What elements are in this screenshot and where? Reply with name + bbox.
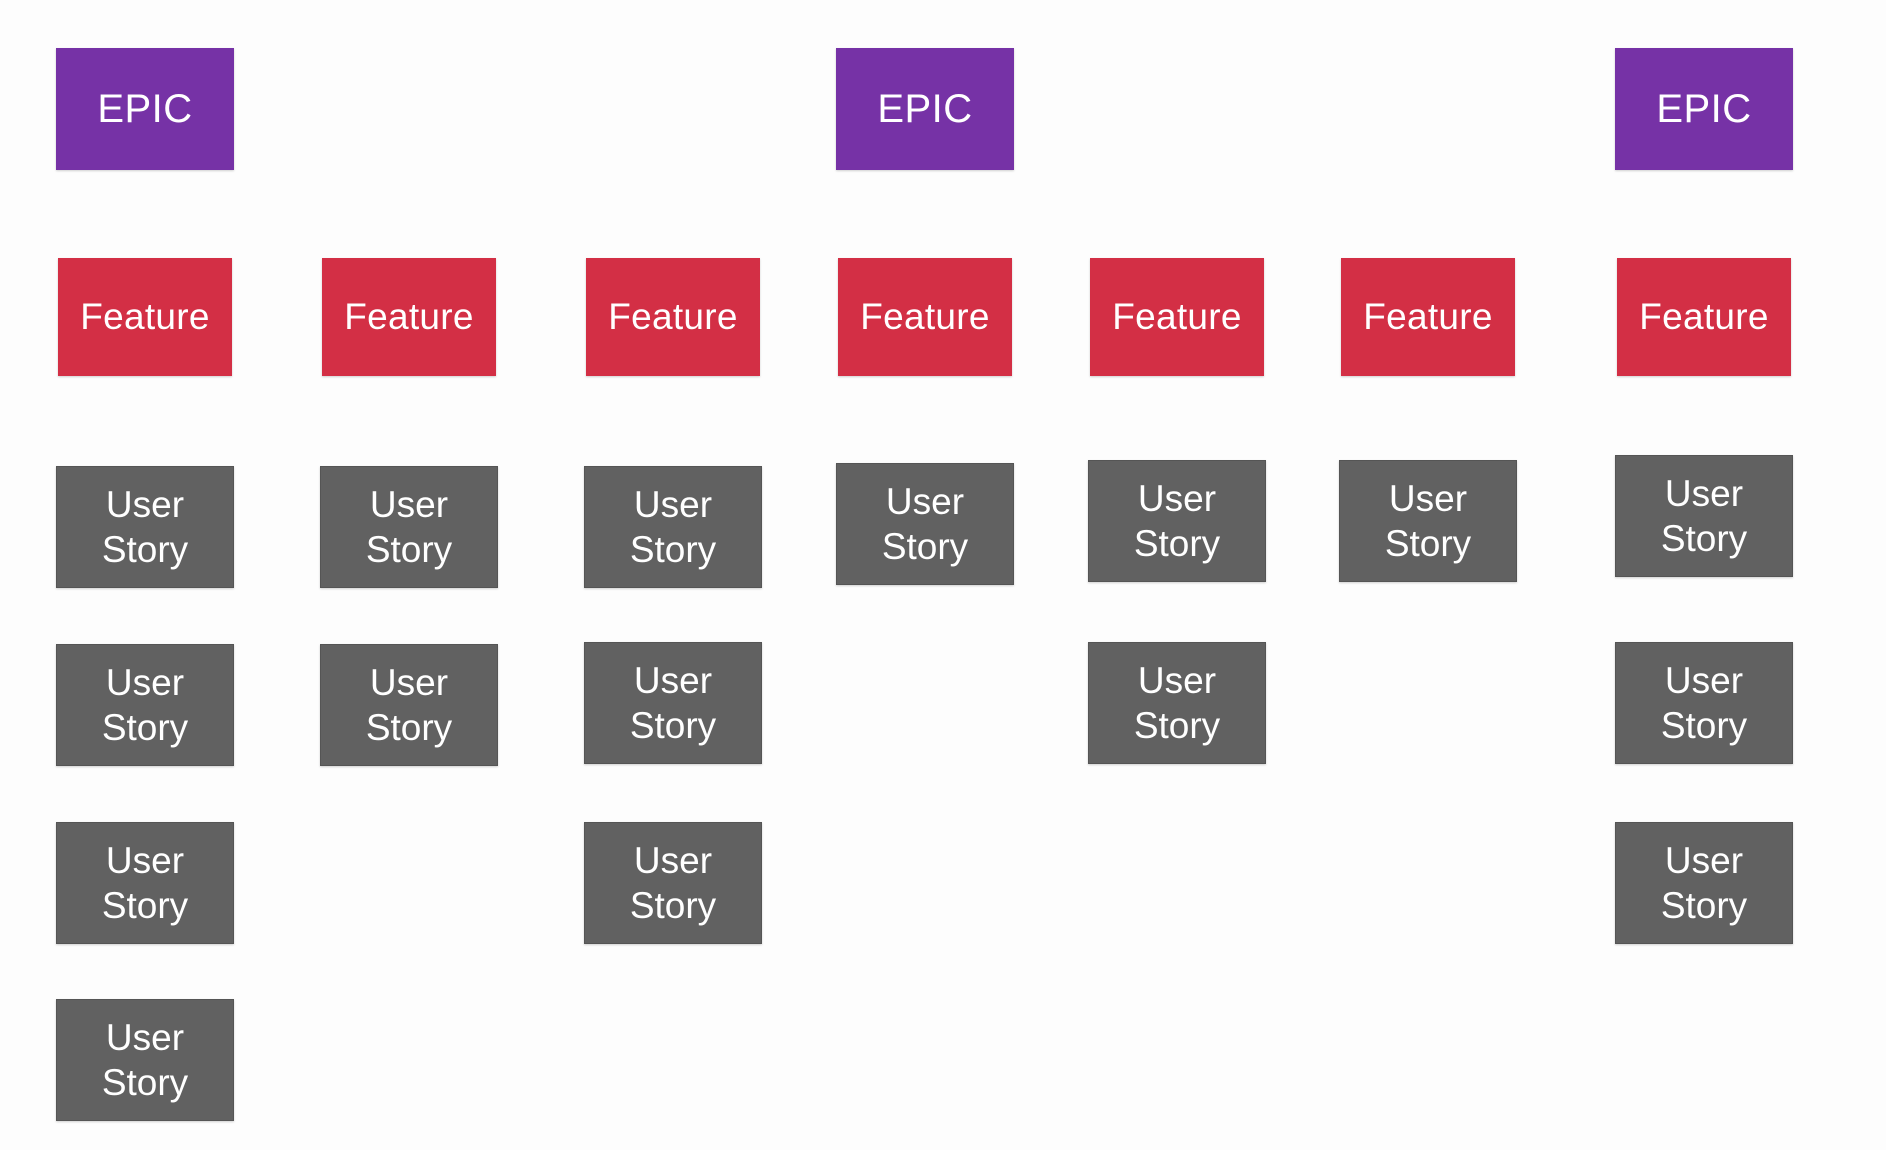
user-story-card[interactable]: User Story: [1088, 642, 1266, 764]
user-story-card[interactable]: User Story: [1615, 642, 1793, 764]
feature-card[interactable]: Feature: [838, 258, 1012, 376]
feature-label: Feature: [344, 296, 474, 337]
feature-card[interactable]: Feature: [586, 258, 760, 376]
user-story-label: User Story: [1384, 478, 1472, 564]
user-story-label: User Story: [1660, 473, 1748, 559]
feature-label: Feature: [80, 296, 210, 337]
user-story-card[interactable]: User Story: [1615, 455, 1793, 577]
epic-card[interactable]: EPIC: [836, 48, 1014, 170]
user-story-card[interactable]: User Story: [320, 466, 498, 588]
feature-label: Feature: [860, 296, 990, 337]
feature-card[interactable]: Feature: [1090, 258, 1264, 376]
user-story-label: User Story: [101, 1017, 189, 1103]
user-story-card[interactable]: User Story: [320, 644, 498, 766]
feature-card[interactable]: Feature: [58, 258, 232, 376]
user-story-label: User Story: [1660, 840, 1748, 926]
epic-card[interactable]: EPIC: [56, 48, 234, 170]
user-story-card[interactable]: User Story: [584, 466, 762, 588]
feature-card[interactable]: Feature: [322, 258, 496, 376]
user-story-label: User Story: [101, 840, 189, 926]
user-story-card[interactable]: User Story: [56, 822, 234, 944]
feature-label: Feature: [1112, 296, 1242, 337]
user-story-label: User Story: [629, 840, 717, 926]
user-story-label: User Story: [101, 662, 189, 748]
user-story-card[interactable]: User Story: [56, 999, 234, 1121]
user-story-card[interactable]: User Story: [1339, 460, 1517, 582]
user-story-label: User Story: [1133, 478, 1221, 564]
user-story-label: User Story: [629, 484, 717, 570]
user-story-card[interactable]: User Story: [1615, 822, 1793, 944]
user-story-label: User Story: [365, 662, 453, 748]
user-story-label: User Story: [881, 481, 969, 567]
user-story-label: User Story: [1133, 660, 1221, 746]
user-story-card[interactable]: User Story: [56, 644, 234, 766]
epic-label: EPIC: [1656, 86, 1752, 131]
user-story-card[interactable]: User Story: [56, 466, 234, 588]
feature-label: Feature: [608, 296, 738, 337]
feature-label: Feature: [1639, 296, 1769, 337]
user-story-card[interactable]: User Story: [1088, 460, 1266, 582]
feature-label: Feature: [1363, 296, 1493, 337]
epic-label: EPIC: [97, 86, 193, 131]
user-story-card[interactable]: User Story: [584, 642, 762, 764]
user-story-label: User Story: [1660, 660, 1748, 746]
epic-card[interactable]: EPIC: [1615, 48, 1793, 170]
feature-card[interactable]: Feature: [1341, 258, 1515, 376]
user-story-card[interactable]: User Story: [584, 822, 762, 944]
feature-card[interactable]: Feature: [1617, 258, 1791, 376]
user-story-label: User Story: [365, 484, 453, 570]
epic-label: EPIC: [877, 86, 973, 131]
user-story-label: User Story: [629, 660, 717, 746]
user-story-label: User Story: [101, 484, 189, 570]
user-story-card[interactable]: User Story: [836, 463, 1014, 585]
